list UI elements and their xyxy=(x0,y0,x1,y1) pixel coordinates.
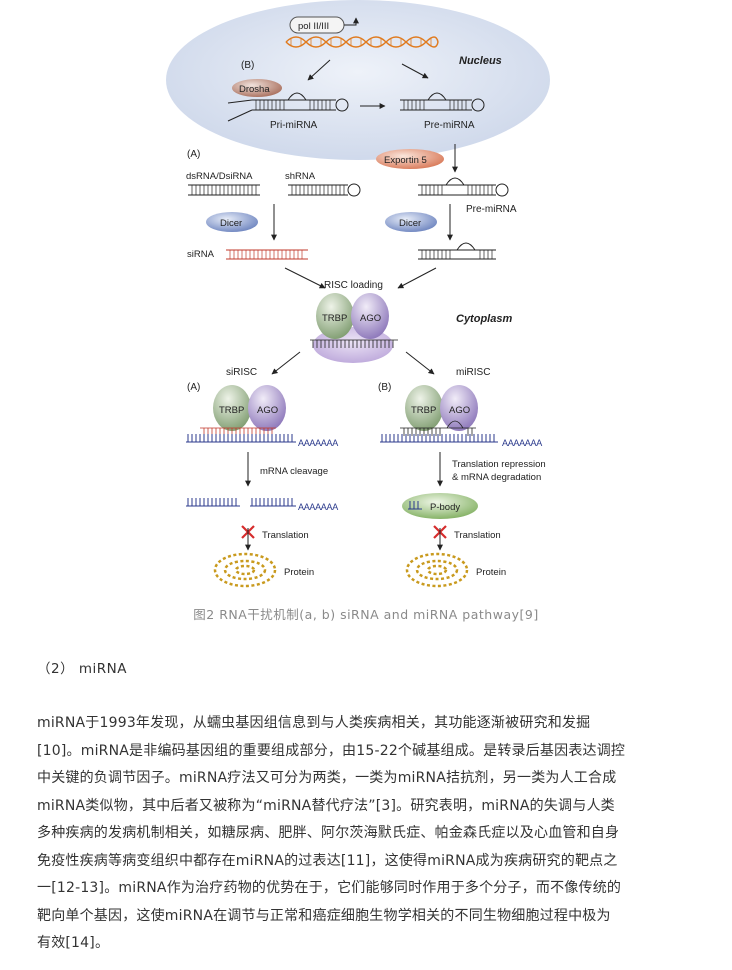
ago-center xyxy=(351,293,389,339)
arrow-to-sirisc xyxy=(271,351,301,375)
dicer-right-label: Dicer xyxy=(399,218,421,229)
body-line: miRNA类似物，其中后者又被称为“miRNA替代疗法”[3]。研究表明，miR… xyxy=(37,797,615,814)
pri-mirna-rungs xyxy=(255,100,331,110)
p-body xyxy=(402,493,478,519)
dicer-left-label: Dicer xyxy=(220,218,242,229)
panel-b-top-label: (B) xyxy=(241,60,254,71)
trbp-right-label: TRBP xyxy=(411,405,436,416)
body-line: [10]。miRNA是非编码基因组的重要组成部分，由15-22个碱基组成。是转录… xyxy=(37,742,626,759)
shrna-rungs xyxy=(291,185,345,195)
mirna-duplex-cyto-rungs xyxy=(421,250,493,259)
trbp-left-label: TRBP xyxy=(219,405,244,416)
section-heading: （2） miRNA xyxy=(37,661,127,677)
risc-center-rna xyxy=(310,339,398,348)
pol-arrow xyxy=(344,17,359,26)
pre-mirna-nucleus-rungs xyxy=(403,100,467,110)
arrow-to-mirisc xyxy=(405,351,435,375)
pol-label: pol II/III xyxy=(298,21,329,32)
body-line: miRNA于1993年发现，从蠕虫基因组信息到与人类疾病相关，其功能逐渐被研究和… xyxy=(37,715,591,731)
drosha-enzyme xyxy=(232,79,282,97)
ago-right-label: AGO xyxy=(449,405,470,416)
panel-b-bottom-label: (B) xyxy=(378,382,391,393)
p-body-label: P-body xyxy=(430,502,460,513)
body-line: 多种疾病的发病机制相关，如糖尿病、肥胖、阿尔茨海默氏症、帕金森氏症以及心血管和自… xyxy=(37,825,620,841)
trbp-center xyxy=(316,293,354,339)
dna-double-helix xyxy=(285,36,439,48)
body-line: 靶向单个基因，这使miRNA在调节与正常和癌症细胞生物学相关的不同生物细胞过程中… xyxy=(37,907,611,924)
protein-right-icon xyxy=(405,552,469,588)
trbp-left xyxy=(213,385,251,431)
dsrna-rungs xyxy=(191,185,257,195)
protein-left-label: Protein xyxy=(284,567,314,578)
mirna-duplex-cyto xyxy=(418,242,496,260)
body-line: 一[12-13]。miRNA作为治疗药物的优势在于，它们能够同时作用于多个分子，… xyxy=(37,880,622,896)
mirisc-mrna xyxy=(380,434,498,443)
panel-a-bottom-label: (A) xyxy=(187,382,200,393)
body-paragraph: miRNA于1993年发现，从蠕虫基因组信息到与人类疾病相关，其功能逐渐被研究和… xyxy=(37,710,697,958)
body-line: 中关键的负调节因子。miRNA疗法又可分为两类，一类为miRNA拮抗剂，另一类为… xyxy=(37,770,617,786)
shrna-hairpin xyxy=(288,183,361,197)
cleaved-fragment-2 xyxy=(250,498,296,507)
mirisc-label: miRISC xyxy=(456,367,490,378)
arrow-dna-to-pre xyxy=(401,63,429,79)
body-line: 有效[14]。 xyxy=(37,935,110,951)
sirisc-label: siRISC xyxy=(226,367,257,378)
trbp-right xyxy=(405,385,443,431)
nucleus-region xyxy=(166,0,550,160)
mrna-cleavage-label: mRNA cleavage xyxy=(260,466,328,477)
polya-left: AAAAAAA xyxy=(298,438,338,448)
arrow-dna-to-pri xyxy=(307,59,331,81)
exportin-label: Exportin 5 xyxy=(384,155,427,166)
p-body-rna xyxy=(408,501,422,510)
translation-repression-line1: Translation repression xyxy=(452,459,546,470)
risc-loading-label: RISC loading xyxy=(324,280,383,291)
dicer-left xyxy=(206,212,258,232)
protein-left-icon xyxy=(213,552,277,588)
trbp-center-label: TRBP xyxy=(322,313,347,324)
body-line: 免疫性疾病等病变组织中都存在miRNA的过表达[11]，这使得miRNA成为疾病… xyxy=(37,852,618,869)
polya-right: AAAAAAA xyxy=(502,438,542,448)
ago-center-label: AGO xyxy=(360,313,381,324)
dna-rungs xyxy=(290,38,432,46)
dicer-right xyxy=(385,212,437,232)
pre-mirna-nucleus-label: Pre-miRNA xyxy=(424,120,475,131)
nucleus-label: Nucleus xyxy=(459,55,502,67)
pre-mirna-cyto-label: Pre-miRNA xyxy=(466,204,517,215)
ago-left-label: AGO xyxy=(257,405,278,416)
translation-right-label: Translation xyxy=(454,530,501,541)
protein-right-label: Protein xyxy=(476,567,506,578)
pri-mirna-label: Pri-miRNA xyxy=(270,120,318,131)
pre-mirna-cyto-hairpin xyxy=(418,177,509,197)
arrow-sirna-to-risc xyxy=(284,267,326,289)
sirna-label: siRNA xyxy=(187,249,215,260)
translation-repression-line2: & mRNA degradation xyxy=(452,472,541,483)
exportin-5 xyxy=(376,149,444,169)
arrow-mirna-to-risc xyxy=(397,267,437,289)
cytoplasm-label: Cytoplasm xyxy=(456,313,512,325)
rnai-pathway-figure: Nucleus pol II/III (B) Drosha xyxy=(166,0,550,588)
ago-right xyxy=(440,385,478,431)
sirna-rungs xyxy=(229,250,303,259)
drosha-label: Drosha xyxy=(239,84,270,95)
pre-mirna-cyto-rungs xyxy=(421,185,493,195)
sirisc-mrna xyxy=(186,434,296,443)
panel-a-top-label: (A) xyxy=(187,149,200,160)
dsrna-label: dsRNA/DsiRNA xyxy=(186,171,253,182)
cleaved-fragment-1 xyxy=(186,498,240,507)
shrna-label: shRNA xyxy=(285,171,316,182)
polya-cleaved: AAAAAAA xyxy=(298,502,338,512)
translation-left-label: Translation xyxy=(262,530,309,541)
ago-left xyxy=(248,385,286,431)
figure-caption: 图2 RNA干扰机制(a, b) siRNA and miRNA pathway… xyxy=(193,607,539,622)
mirisc-guide-strand xyxy=(400,420,476,436)
